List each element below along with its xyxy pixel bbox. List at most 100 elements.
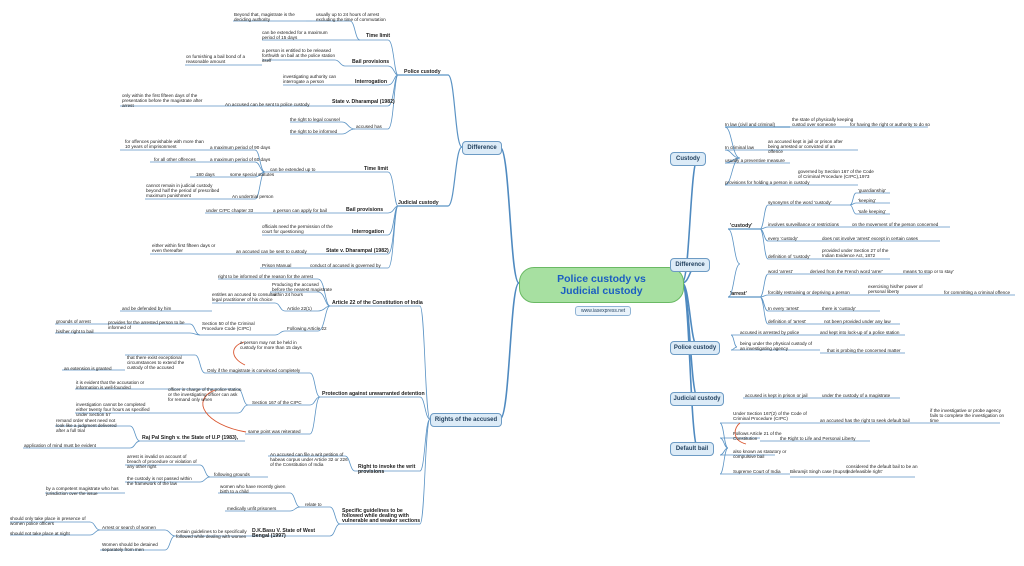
jc-undertrial-detail: cannot remain in judicial custody beyond… <box>146 183 220 199</box>
jc-bail[interactable]: Bail provisions <box>346 207 384 213</box>
pc-time-limit[interactable]: Time limit <box>366 33 391 39</box>
rights-art22[interactable]: Article 22 of the Constitution of India <box>332 300 423 306</box>
bail-statutory: also known as statutory or compulsive ba… <box>733 449 787 460</box>
rights-writ-detail: An accused can file a writ petition of h… <box>270 452 348 468</box>
rights-women-birth: women who have recently given birth to a… <box>220 484 286 495</box>
custody-governed: governed by Section 167 of the Code of C… <box>798 169 874 180</box>
pc-dharampal-text: An accused can be sent to police custody <box>225 102 310 107</box>
branch-judicial-custody[interactable]: Judicial custody <box>398 200 439 206</box>
pc-time-usually: usually up to 24 hours of arrest excludi… <box>316 12 386 23</box>
rights-detained: Women should be detained separately from… <box>102 542 158 553</box>
jc-max90: a maximum period of 90 days <box>210 145 271 150</box>
rights-relate-to: relate to <box>305 502 322 507</box>
pc-accused-has[interactable]: accused has <box>356 124 382 129</box>
pc-informed: the right to be informed <box>290 129 338 134</box>
rights-art22-1: Article 22(1) <box>287 306 312 311</box>
custody-in-law: In law (civil and criminal) <box>725 122 776 127</box>
website-link[interactable]: www.iasexpress.net <box>575 306 632 316</box>
custody-criminal: In criminal law <box>725 145 755 150</box>
rights-informed-reason: right to be informed of the reason for t… <box>218 274 313 279</box>
pc-interrogation[interactable]: Interrogation <box>355 79 387 85</box>
rights-officer: officer in charge of the police station … <box>168 387 242 403</box>
custody-preventive: usually a preventive measure <box>725 158 785 163</box>
jc-special: some special statutes <box>230 172 275 177</box>
rights-producing: Producing the accused before the nearest… <box>272 282 333 298</box>
node-judicial-custody[interactable]: Judicial custody <box>670 392 724 406</box>
jc-dharampal[interactable]: State v. Dharampal (1982) <box>326 248 389 254</box>
rights-extension: an extension is granted <box>64 366 112 371</box>
diff-custody[interactable]: 'custody' <box>730 223 753 229</box>
rights-protection[interactable]: Protection against unwarranted detention <box>322 391 425 397</box>
diff-evidence-act: provided under Section 27 of the Indian … <box>822 248 889 259</box>
bail-section: Under Section 167(2) of the Code of Crim… <box>733 411 807 422</box>
bail-if-fails: if the investigative or probe agency fai… <box>930 408 1005 424</box>
rights-dk-detail: certain guidelines to be specifically fo… <box>176 529 247 540</box>
jc-interrogation-text: officials need the permission of the cou… <box>262 224 333 235</box>
custody-provisions: provisions for holding a person in custo… <box>725 180 810 185</box>
diff-power: exercising his/her power of personal lib… <box>868 284 923 295</box>
diff-definition-arrest: definition of 'arrest' <box>768 319 807 324</box>
jc-dharampal-detail: either within first fifteen days or even… <box>152 243 216 254</box>
rights-right-bail: his/her right to bail <box>56 329 94 334</box>
rights-dk-basu[interactable]: D.K.Basu V. State of West Bengal (1997) <box>252 528 316 540</box>
pcr-arrested: accused is arrested by police <box>740 330 800 335</box>
jc-bail-text: a person can apply for bail <box>273 208 327 213</box>
node-rights-of-accused[interactable]: Rights of the accused <box>430 413 502 427</box>
diff-arrest[interactable]: 'arrest' <box>730 291 747 297</box>
rights-arrest-invalid: arrest is invalid on account of breach o… <box>127 454 197 470</box>
node-difference-right[interactable]: Difference <box>670 258 710 272</box>
rights-only-if: Only if the magistrate is convinced comp… <box>207 368 301 373</box>
central-title-line2: Judicial custody <box>560 285 643 297</box>
diff-involves: involves surveillance or restrictions <box>768 222 839 227</box>
jc-prison-manual: Prison Manual <box>262 263 292 268</box>
pcr-physical: being under the physical custody of an i… <box>740 341 813 352</box>
rights-following: Following Article 22 <box>287 326 327 331</box>
pc-bail[interactable]: Bail provisions <box>352 59 390 65</box>
pc-bail-entitled: a person is entitled to be released fort… <box>262 48 336 64</box>
node-custody[interactable]: Custody <box>670 152 706 166</box>
diff-means: means 'to stop or to stay' <box>903 269 954 274</box>
jc-dharampal-text: an accused can be sent to custody <box>236 249 307 254</box>
diff-offence: for committing a criminal offence <box>944 290 1011 295</box>
jc-extended: can be extended up to <box>270 167 316 172</box>
branch-police-custody[interactable]: Police custody <box>404 69 441 75</box>
jc-undertrial: An undertrial person <box>232 194 274 199</box>
jc-bail-detail: under CrPC chapter 33 <box>206 208 254 213</box>
diff-movement: on the movement of the person concerned <box>852 222 939 227</box>
rights-safeguards[interactable]: Specific guidelines to be followed while… <box>342 508 421 525</box>
jc-max90-detail: for offences punishable with more than 1… <box>125 139 204 150</box>
diff-keeping: 'keeping' <box>858 198 876 203</box>
rights-raj-pal[interactable]: Raj Pal Singh v. the State of U.P (1983)… <box>142 435 239 441</box>
rights-entitles: entitles an accused to consult a legal p… <box>212 292 277 303</box>
pcr-matter: that is probing the concerned matter <box>827 348 901 353</box>
diff-every-arrest: In every 'arrest' <box>768 306 800 311</box>
pc-dharampal[interactable]: State v. Dharampal (1982) <box>332 99 395 105</box>
jc-time-limit[interactable]: Time limit <box>364 166 389 172</box>
node-difference-left[interactable]: Difference <box>462 141 502 155</box>
bail-indefeasible: considered the default bail to be an 'in… <box>846 464 918 475</box>
diff-every-custody: every 'custody' <box>768 236 799 241</box>
rights-writ[interactable]: Right to invoke the writ provisions <box>358 464 416 476</box>
custody-state-kept: the state of physically keeping custod o… <box>792 117 854 128</box>
node-police-custody[interactable]: Police custody <box>670 341 720 355</box>
custody-accused-kept: an accused kept in jail or prison after … <box>768 139 843 155</box>
rights-grounds: grounds of arrest <box>56 319 91 324</box>
bail-supreme: Supreme Court of India <box>733 469 781 474</box>
node-default-bail[interactable]: Default bail <box>670 442 714 456</box>
rights-female-police: should only take place in presence of wo… <box>10 516 86 527</box>
rights-application: application of mind must be evident <box>24 443 97 448</box>
rights-not-completed: investigation cannot be completed either… <box>76 402 150 418</box>
bail-right-default: an accused has the right to seek default… <box>820 418 910 423</box>
rights-exceptional: that there exist exceptional circumstanc… <box>127 355 185 371</box>
pc-time-beyond: Beyond that, magistrate is the deciding … <box>234 12 295 23</box>
diff-not-arrest: does not involve 'arrest' except in cert… <box>822 236 918 241</box>
rights-not-held: a person may not be held in custody for … <box>240 340 302 351</box>
jc-interrogation[interactable]: Interrogation <box>352 229 384 235</box>
jcr-magistrate: under the custody of a magistrate <box>822 393 891 398</box>
jc-max60: a maximum period of 60 days <box>210 157 271 162</box>
rights-defended: and be defended by him <box>122 306 172 311</box>
diff-synonyms: synonyms of the word 'custody' <box>768 200 832 205</box>
diff-safe-keeping: 'safe keeping' <box>858 209 886 214</box>
